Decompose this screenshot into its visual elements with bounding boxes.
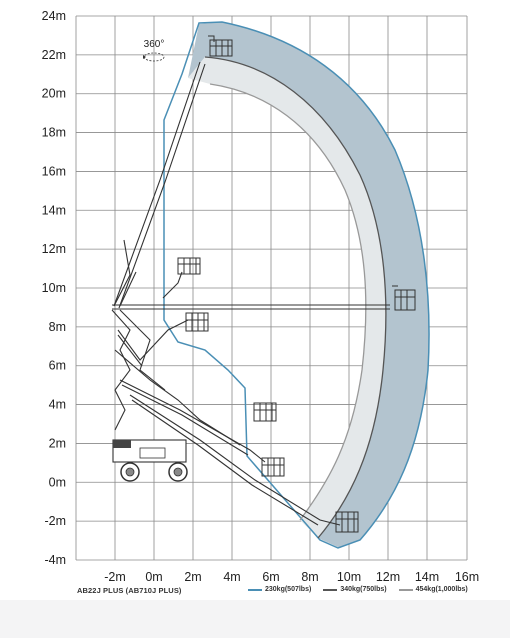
outline-340kg [204,56,387,539]
x-tick-label: 4m [223,570,240,584]
legend-swatch-340kg [323,588,338,591]
outline-454kg [209,83,367,521]
working-envelope-chart: 360° [42,9,479,584]
y-tick-label: 14m [42,203,66,217]
machine-base [112,439,188,482]
model-label: AB22J PLUS (AB710J PLUS) [77,586,182,595]
y-tick-label: -2m [44,514,66,528]
y-tick-label: 12m [42,242,66,256]
platform-mid-high [177,257,201,275]
y-axis-ticks: 24m 22m 20m 18m 16m 14m 12m 10m 8m 6m 4m 2m 0m -2m -4m [42,9,66,567]
platform-low-1 [253,402,277,422]
y-tick-label: 20m [42,87,66,101]
legend-swatch-454kg [398,588,413,591]
platform-max-height [208,35,233,57]
y-tick-label: 0m [49,475,66,489]
legend-swatch-230kg [248,588,262,591]
legend-item-454kg: 454kg(1,000lbs) [398,586,468,593]
y-tick-label: 4m [49,398,66,412]
y-tick-label: 24m [42,9,66,23]
platforms [177,35,416,533]
y-tick-label: 22m [42,48,66,62]
boom-positions [111,61,390,526]
platform-mid-low [185,312,209,332]
y-tick-label: 6m [49,359,66,373]
x-tick-label: 14m [415,570,439,584]
outline-230kg [163,21,430,549]
x-tick-label: 8m [301,570,318,584]
x-tick-label: 10m [337,570,361,584]
y-tick-label: 10m [42,281,66,295]
legend: 230kg(507lbs) 340kg(750lbs) 454kg(1,000l… [248,586,468,593]
x-tick-label: 0m [145,570,162,584]
rotation-label: 360° [144,39,165,50]
zone-230kg [188,22,430,548]
rotation-indicator: 360° [143,39,165,62]
x-tick-label: 16m [455,570,479,584]
y-tick-label: 2m [49,436,66,450]
y-tick-label: -4m [44,553,66,567]
legend-item-230kg: 230kg(507lbs) [248,586,311,593]
x-tick-label: 2m [184,570,201,584]
platform-max-reach [392,285,416,311]
y-tick-label: 8m [49,320,66,334]
x-axis-ticks: -2m 0m 2m 4m 6m 8m 10m 12m 14m 16m [104,570,479,584]
legend-item-340kg: 340kg(750lbs) [323,586,387,593]
platform-low-2 [261,457,285,477]
legend-label-230kg: 230kg(507lbs) [265,586,312,593]
legend-label-454kg: 454kg(1,000lbs) [415,586,468,593]
y-tick-label: 18m [42,126,66,140]
x-tick-label: 6m [262,570,279,584]
x-tick-label: -2m [104,570,126,584]
x-tick-label: 12m [376,570,400,584]
y-tick-label: 16m [42,164,66,178]
footer-band [0,600,510,638]
platform-min-depth [335,511,359,533]
legend-label-340kg: 340kg(750lbs) [340,586,387,593]
